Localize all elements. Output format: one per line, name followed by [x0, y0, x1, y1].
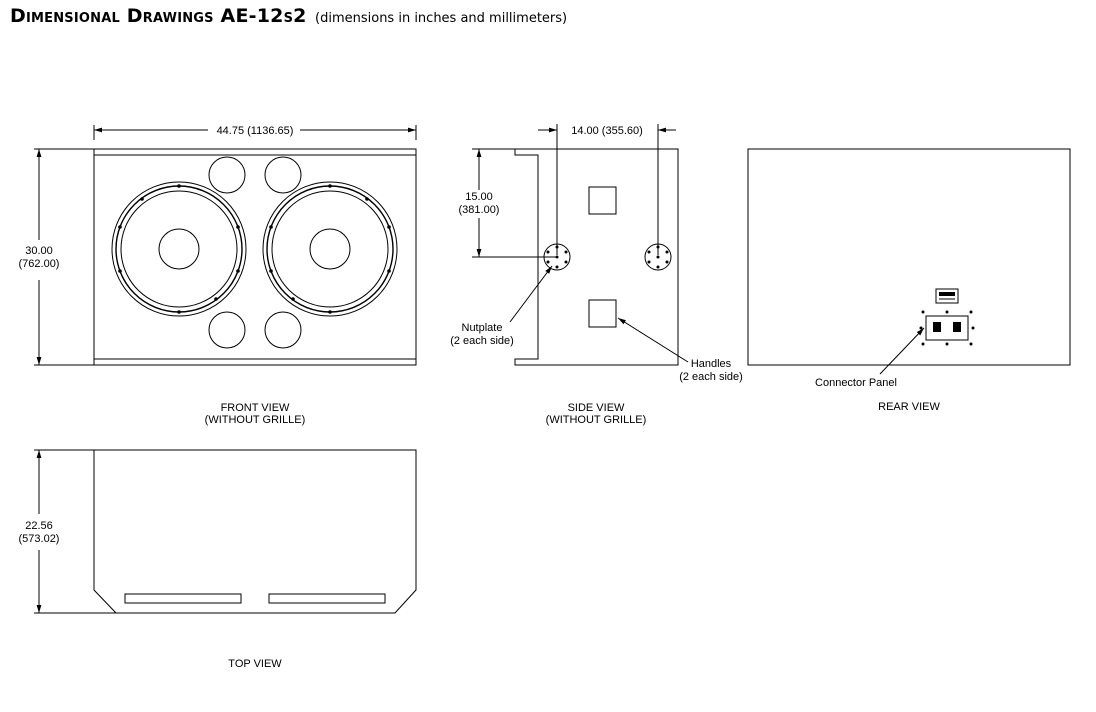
front-view-caption: FRONT VIEW — [221, 402, 290, 414]
top-view-caption: TOP VIEW — [228, 658, 282, 670]
nutplate-label-sub: (2 each side) — [450, 335, 514, 347]
nutplate-label: Nutplate — [462, 322, 503, 334]
top-cabinet-outline — [93, 449, 417, 614]
connector-panel-leader — [879, 327, 925, 375]
handles-label: Handles — [691, 358, 732, 370]
top-depth-dimension-in: 22.56 — [25, 520, 53, 532]
top-view: 22.56 (573.02) TOP VIEW — [19, 449, 417, 670]
page-title: Dimensional Drawings AE-12s2 (dimensions… — [10, 5, 567, 27]
side-handle-bottom — [588, 299, 617, 328]
handles-leader — [617, 317, 689, 363]
connector-panel-label: Connector Panel — [815, 377, 897, 389]
front-view: 44.75 (1136.65) 30.00 (762.00) — [19, 125, 417, 426]
side-view: 14.00 (355.60) 15.00 (381.00) — [450, 124, 743, 426]
title-subtitle: (dimensions in inches and millimeters) — [315, 11, 568, 26]
top-depth-dimension-mm: (573.02) — [19, 533, 60, 545]
rear-connector-panel — [919, 310, 975, 346]
front-view-caption-sub: (WITHOUT GRILLE) — [205, 414, 306, 426]
title-main: Dimensional Drawings AE-12s2 — [10, 5, 307, 27]
side-view-caption-sub: (WITHOUT GRILLE) — [546, 414, 647, 426]
front-woofer-right — [262, 181, 398, 317]
front-port-bottom-left — [208, 311, 246, 349]
top-handle-right — [268, 593, 386, 604]
top-handle-left — [124, 593, 242, 604]
side-depth-dimension: 14.00 (355.60) — [571, 125, 643, 137]
side-handle-top — [588, 186, 617, 215]
rear-cabinet-outline — [747, 148, 1071, 366]
rear-label-plate — [935, 288, 959, 304]
rear-view: Connector Panel REAR VIEW — [747, 148, 1071, 413]
rear-view-caption: REAR VIEW — [878, 401, 940, 413]
front-port-bottom-right — [264, 311, 302, 349]
side-nutplate-height-in: 15.00 — [465, 191, 493, 203]
front-cabinet-outline — [93, 148, 417, 366]
front-height-dimension-in: 30.00 — [25, 245, 53, 257]
rear-label-plate-stripe — [939, 292, 955, 296]
handles-label-sub: (2 each side) — [679, 371, 743, 383]
nutplate-leader — [509, 265, 553, 323]
front-woofer-left — [111, 181, 247, 317]
side-view-caption: SIDE VIEW — [568, 402, 625, 414]
side-nutplate-height-mm: (381.00) — [459, 204, 500, 216]
side-nutplate-left — [543, 243, 571, 271]
front-port-top-right — [264, 156, 302, 194]
front-width-dimension: 44.75 (1136.65) — [217, 125, 294, 137]
front-port-top-left — [208, 156, 246, 194]
front-height-dimension-mm: (762.00) — [19, 258, 60, 270]
side-cabinet-outline — [514, 148, 679, 366]
side-nutplate-right — [644, 243, 672, 271]
